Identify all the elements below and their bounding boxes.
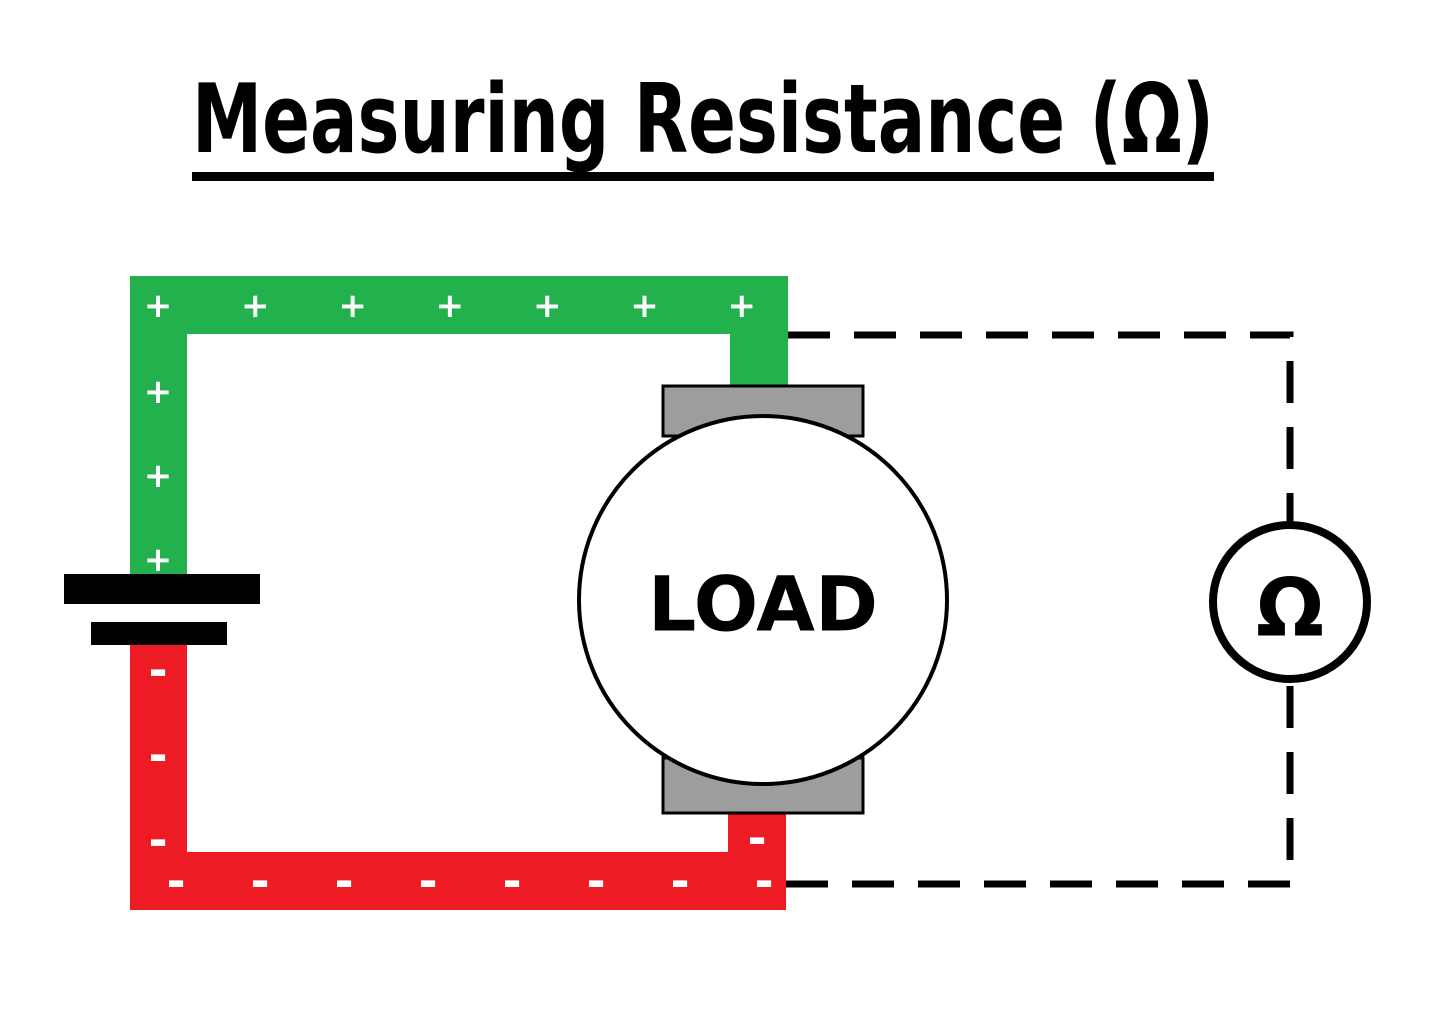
plus-marker: + bbox=[144, 540, 173, 580]
load-body bbox=[577, 414, 949, 786]
title-underline bbox=[192, 172, 1214, 181]
plus-marker: + bbox=[144, 286, 173, 326]
minus-marker: - bbox=[148, 813, 167, 867]
ohmmeter-lead-top bbox=[788, 331, 1294, 524]
positive-wire-horizontal bbox=[130, 276, 788, 334]
negative-wire-horizontal bbox=[130, 852, 786, 910]
plus-marker: + bbox=[630, 286, 659, 326]
ohmmeter-lead-bottom bbox=[786, 680, 1294, 888]
minus-marker: - bbox=[250, 854, 269, 908]
positive-wire-vertical bbox=[130, 276, 187, 576]
minus-marker: - bbox=[418, 854, 437, 908]
minus-marker: - bbox=[148, 643, 167, 697]
minus-marker: - bbox=[502, 854, 521, 908]
plus-marker: + bbox=[144, 456, 173, 496]
load-label: LOAD bbox=[648, 560, 878, 649]
markers-layer: ++++++++++------------ bbox=[144, 286, 774, 908]
plus-marker: + bbox=[728, 286, 757, 326]
page-title: Measuring Resistance (Ω) bbox=[192, 65, 1214, 175]
minus-marker: - bbox=[747, 811, 766, 865]
plus-marker: + bbox=[533, 286, 562, 326]
plus-marker: + bbox=[144, 372, 173, 412]
minus-marker: - bbox=[586, 854, 605, 908]
minus-marker: - bbox=[754, 854, 773, 908]
ohmmeter-symbol: Ω bbox=[1256, 562, 1324, 655]
plus-marker: + bbox=[241, 286, 270, 326]
minus-marker: - bbox=[670, 854, 689, 908]
minus-marker: - bbox=[148, 728, 167, 782]
plus-marker: + bbox=[338, 286, 367, 326]
ohmmeter-body bbox=[1209, 521, 1371, 683]
plus-marker: + bbox=[436, 286, 465, 326]
minus-marker: - bbox=[166, 854, 185, 908]
battery-plate-short bbox=[91, 622, 227, 645]
battery-plate-long bbox=[64, 574, 260, 604]
minus-marker: - bbox=[334, 854, 353, 908]
